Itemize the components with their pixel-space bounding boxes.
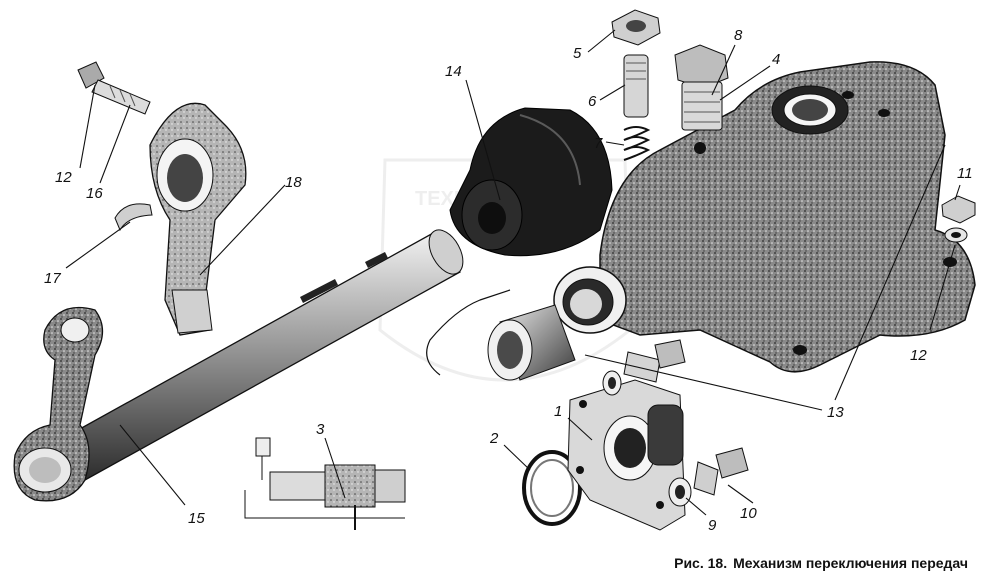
nut-right bbox=[941, 195, 976, 243]
bolt-upper bbox=[623, 339, 686, 383]
switch-assembly bbox=[244, 437, 406, 530]
callout-13: 13 bbox=[827, 404, 844, 421]
spring bbox=[623, 126, 651, 161]
callout-17: 17 bbox=[44, 270, 61, 287]
washer-upper bbox=[602, 370, 622, 396]
cover-plate bbox=[567, 379, 686, 531]
callout-8: 8 bbox=[734, 27, 743, 44]
washer-lower bbox=[668, 477, 692, 507]
callout-10: 10 bbox=[740, 505, 757, 522]
callout-16: 16 bbox=[86, 185, 103, 202]
caption-title: Механизм переключения передач bbox=[733, 555, 968, 571]
bolt-lower bbox=[693, 447, 749, 496]
callout-6: 6 bbox=[588, 93, 597, 110]
shift-rod bbox=[59, 229, 464, 481]
leader-lines bbox=[65, 29, 961, 516]
caption-number: Рис. 18. bbox=[674, 555, 728, 571]
plunger bbox=[623, 54, 649, 118]
callout-1: 1 bbox=[554, 403, 562, 420]
callout-18: 18 bbox=[285, 174, 302, 191]
callout-3: 3 bbox=[316, 421, 325, 438]
callout-11: 11 bbox=[957, 165, 973, 182]
gearshift-housing bbox=[553, 61, 976, 373]
callout-2: 2 bbox=[489, 430, 499, 447]
callout-4: 4 bbox=[772, 51, 780, 68]
figure-caption: Рис. 18. Механизм переключения передач bbox=[674, 555, 974, 571]
callout-5: 5 bbox=[573, 45, 582, 62]
selector-fork bbox=[149, 102, 247, 336]
nut-top bbox=[611, 9, 661, 46]
callout-labels: 1 2 3 4 5 6 7 8 9 10 11 12 12 13 14 15 1… bbox=[44, 27, 973, 534]
rubber-cover bbox=[449, 107, 613, 257]
seal-ring bbox=[522, 450, 582, 526]
callout-12-left: 12 bbox=[55, 169, 72, 186]
bushing bbox=[487, 304, 576, 381]
callout-9: 9 bbox=[708, 517, 717, 534]
shift-lever bbox=[13, 306, 104, 502]
woodruff-key bbox=[114, 203, 153, 232]
callout-7: 7 bbox=[594, 135, 603, 152]
callout-12-right: 12 bbox=[910, 347, 927, 364]
bolt-left bbox=[77, 61, 151, 115]
callout-14: 14 bbox=[445, 63, 462, 80]
wire bbox=[426, 289, 511, 376]
callout-15: 15 bbox=[188, 510, 205, 527]
